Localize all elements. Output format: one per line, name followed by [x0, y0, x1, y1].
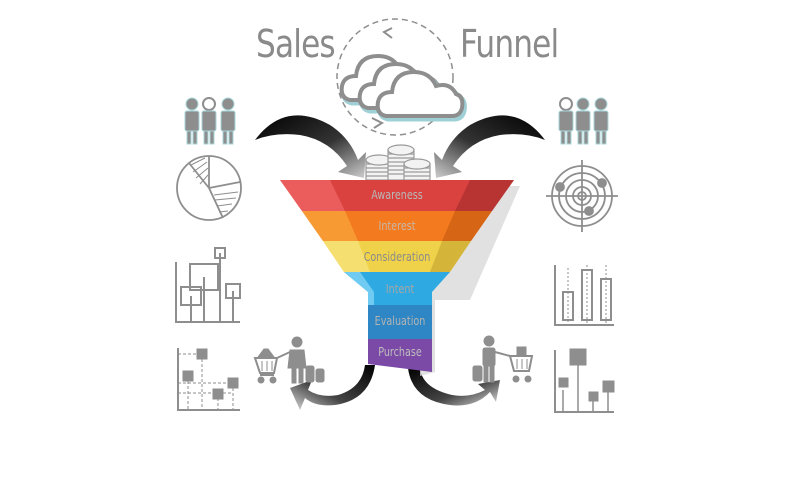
- scatter-chart-icon: [177, 348, 240, 411]
- target-radar-icon: [546, 160, 618, 232]
- stage-label-awareness: Awareness: [371, 188, 423, 202]
- funnel-stage-evaluation: [368, 305, 432, 339]
- sales-funnel: [280, 180, 514, 372]
- coin-stack-icon: [365, 144, 431, 181]
- box-plot-chart-icon: [175, 247, 241, 323]
- pie-chart-icon: [176, 155, 242, 221]
- title-funnel: Funnel: [460, 22, 559, 66]
- stage-label-interest: Interest: [378, 219, 416, 233]
- stage-label-intent: Intent: [385, 282, 415, 296]
- candlestick-chart-icon: [554, 265, 614, 326]
- arrow-left-in: [255, 115, 366, 178]
- stage-label-evaluation: Evaluation: [374, 314, 426, 328]
- woman-shopping-cart-icon: [253, 336, 325, 384]
- man-shopping-cart-icon: [472, 335, 534, 383]
- funnel-stage-purchase: [368, 339, 432, 372]
- stage-label-consideration: Consideration: [363, 250, 431, 264]
- title-sales: Sales: [256, 22, 336, 66]
- arrow-right-in: [434, 115, 545, 178]
- stage-label-purchase: Purchase: [378, 345, 422, 359]
- cloud-cycle-icon: [336, 18, 467, 136]
- arrow-bottom-left-out: [290, 365, 375, 410]
- people-group-icon-left: [184, 97, 236, 145]
- arrow-bottom-right-out: [408, 368, 500, 406]
- stem-chart-icon: [554, 348, 615, 413]
- people-group-icon-right: [558, 97, 609, 145]
